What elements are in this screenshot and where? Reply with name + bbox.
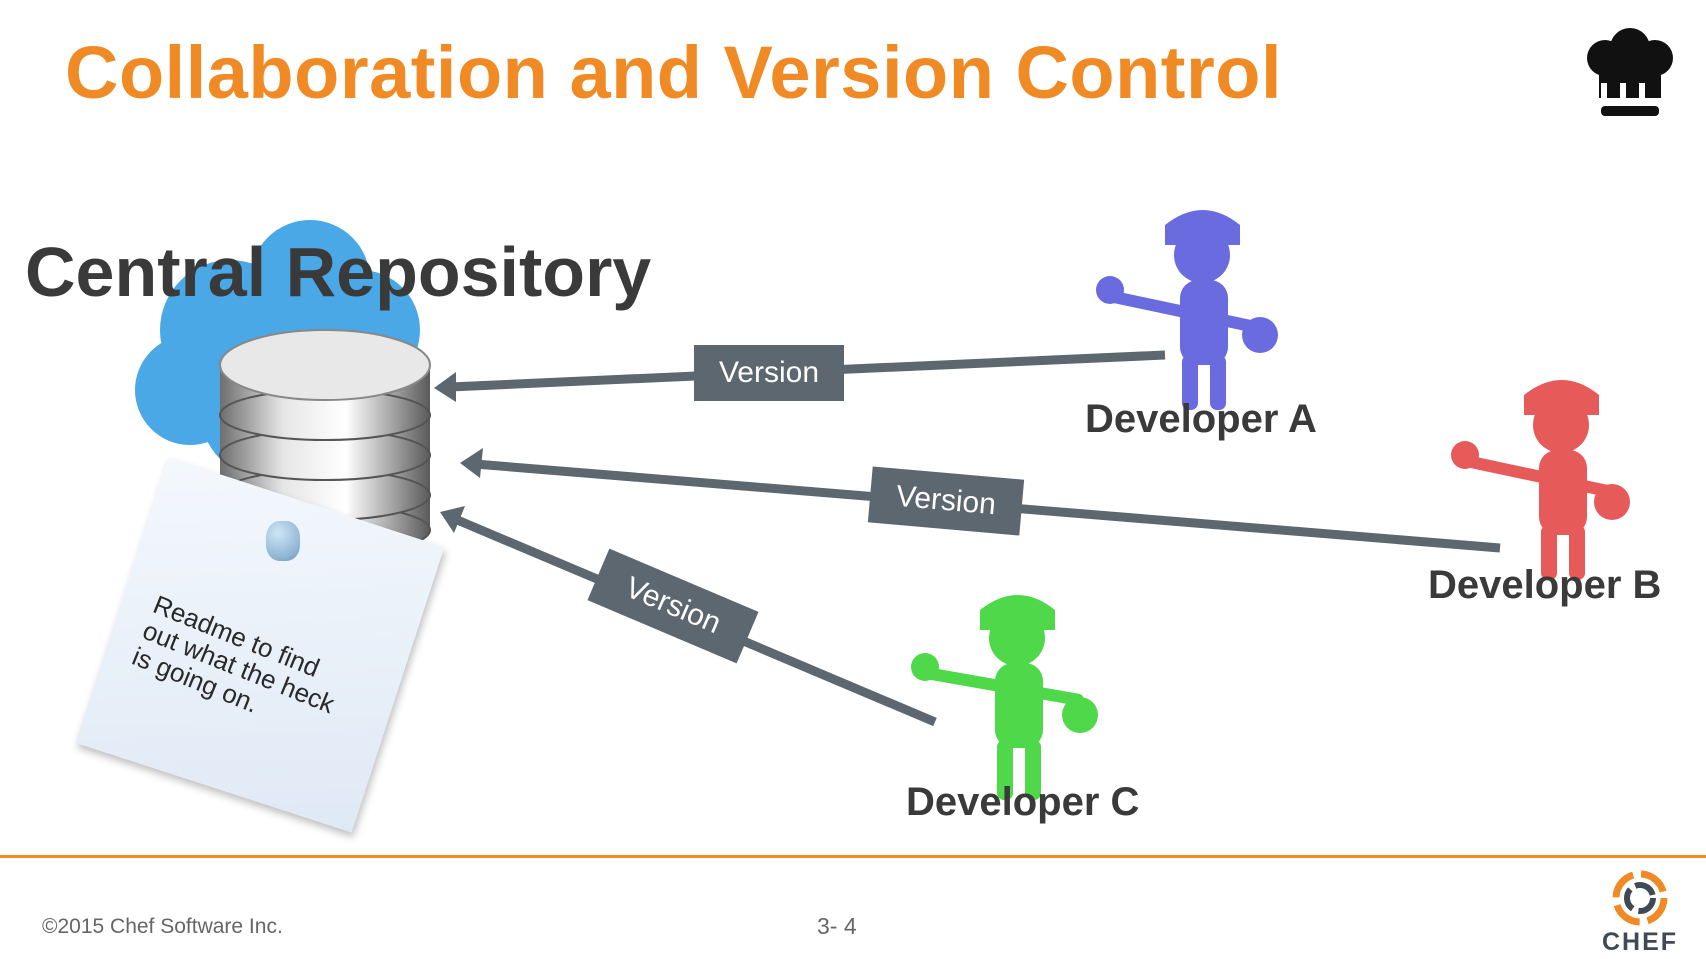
central-repository-label: Central Repository: [25, 233, 652, 311]
arrowhead-c: [440, 506, 465, 533]
developer-a-label: Developer A: [1085, 397, 1317, 441]
pin-icon: [266, 521, 300, 561]
arrowhead-b: [460, 448, 483, 478]
page-number: 3- 4: [817, 913, 857, 939]
developer-c-icon: [911, 595, 1098, 800]
copyright-text: ©2015 Chef Software Inc.: [42, 915, 283, 938]
developer-b-label: Developer B: [1428, 563, 1662, 607]
chef-logo-icon: [1612, 870, 1668, 926]
arrows: [434, 350, 1501, 727]
developer-b-icon: [1451, 380, 1630, 580]
footer-divider: [0, 855, 1706, 858]
arrowhead-a: [434, 372, 456, 402]
chef-logo-text: CHEF: [1601, 928, 1679, 956]
developer-a-icon: [1096, 210, 1278, 410]
version-tag-a: Version: [694, 345, 844, 401]
slide-title: Collaboration and Version Control: [65, 31, 1283, 114]
developer-c-label: Developer C: [906, 780, 1140, 824]
chef-hat-icon: [1587, 28, 1673, 116]
